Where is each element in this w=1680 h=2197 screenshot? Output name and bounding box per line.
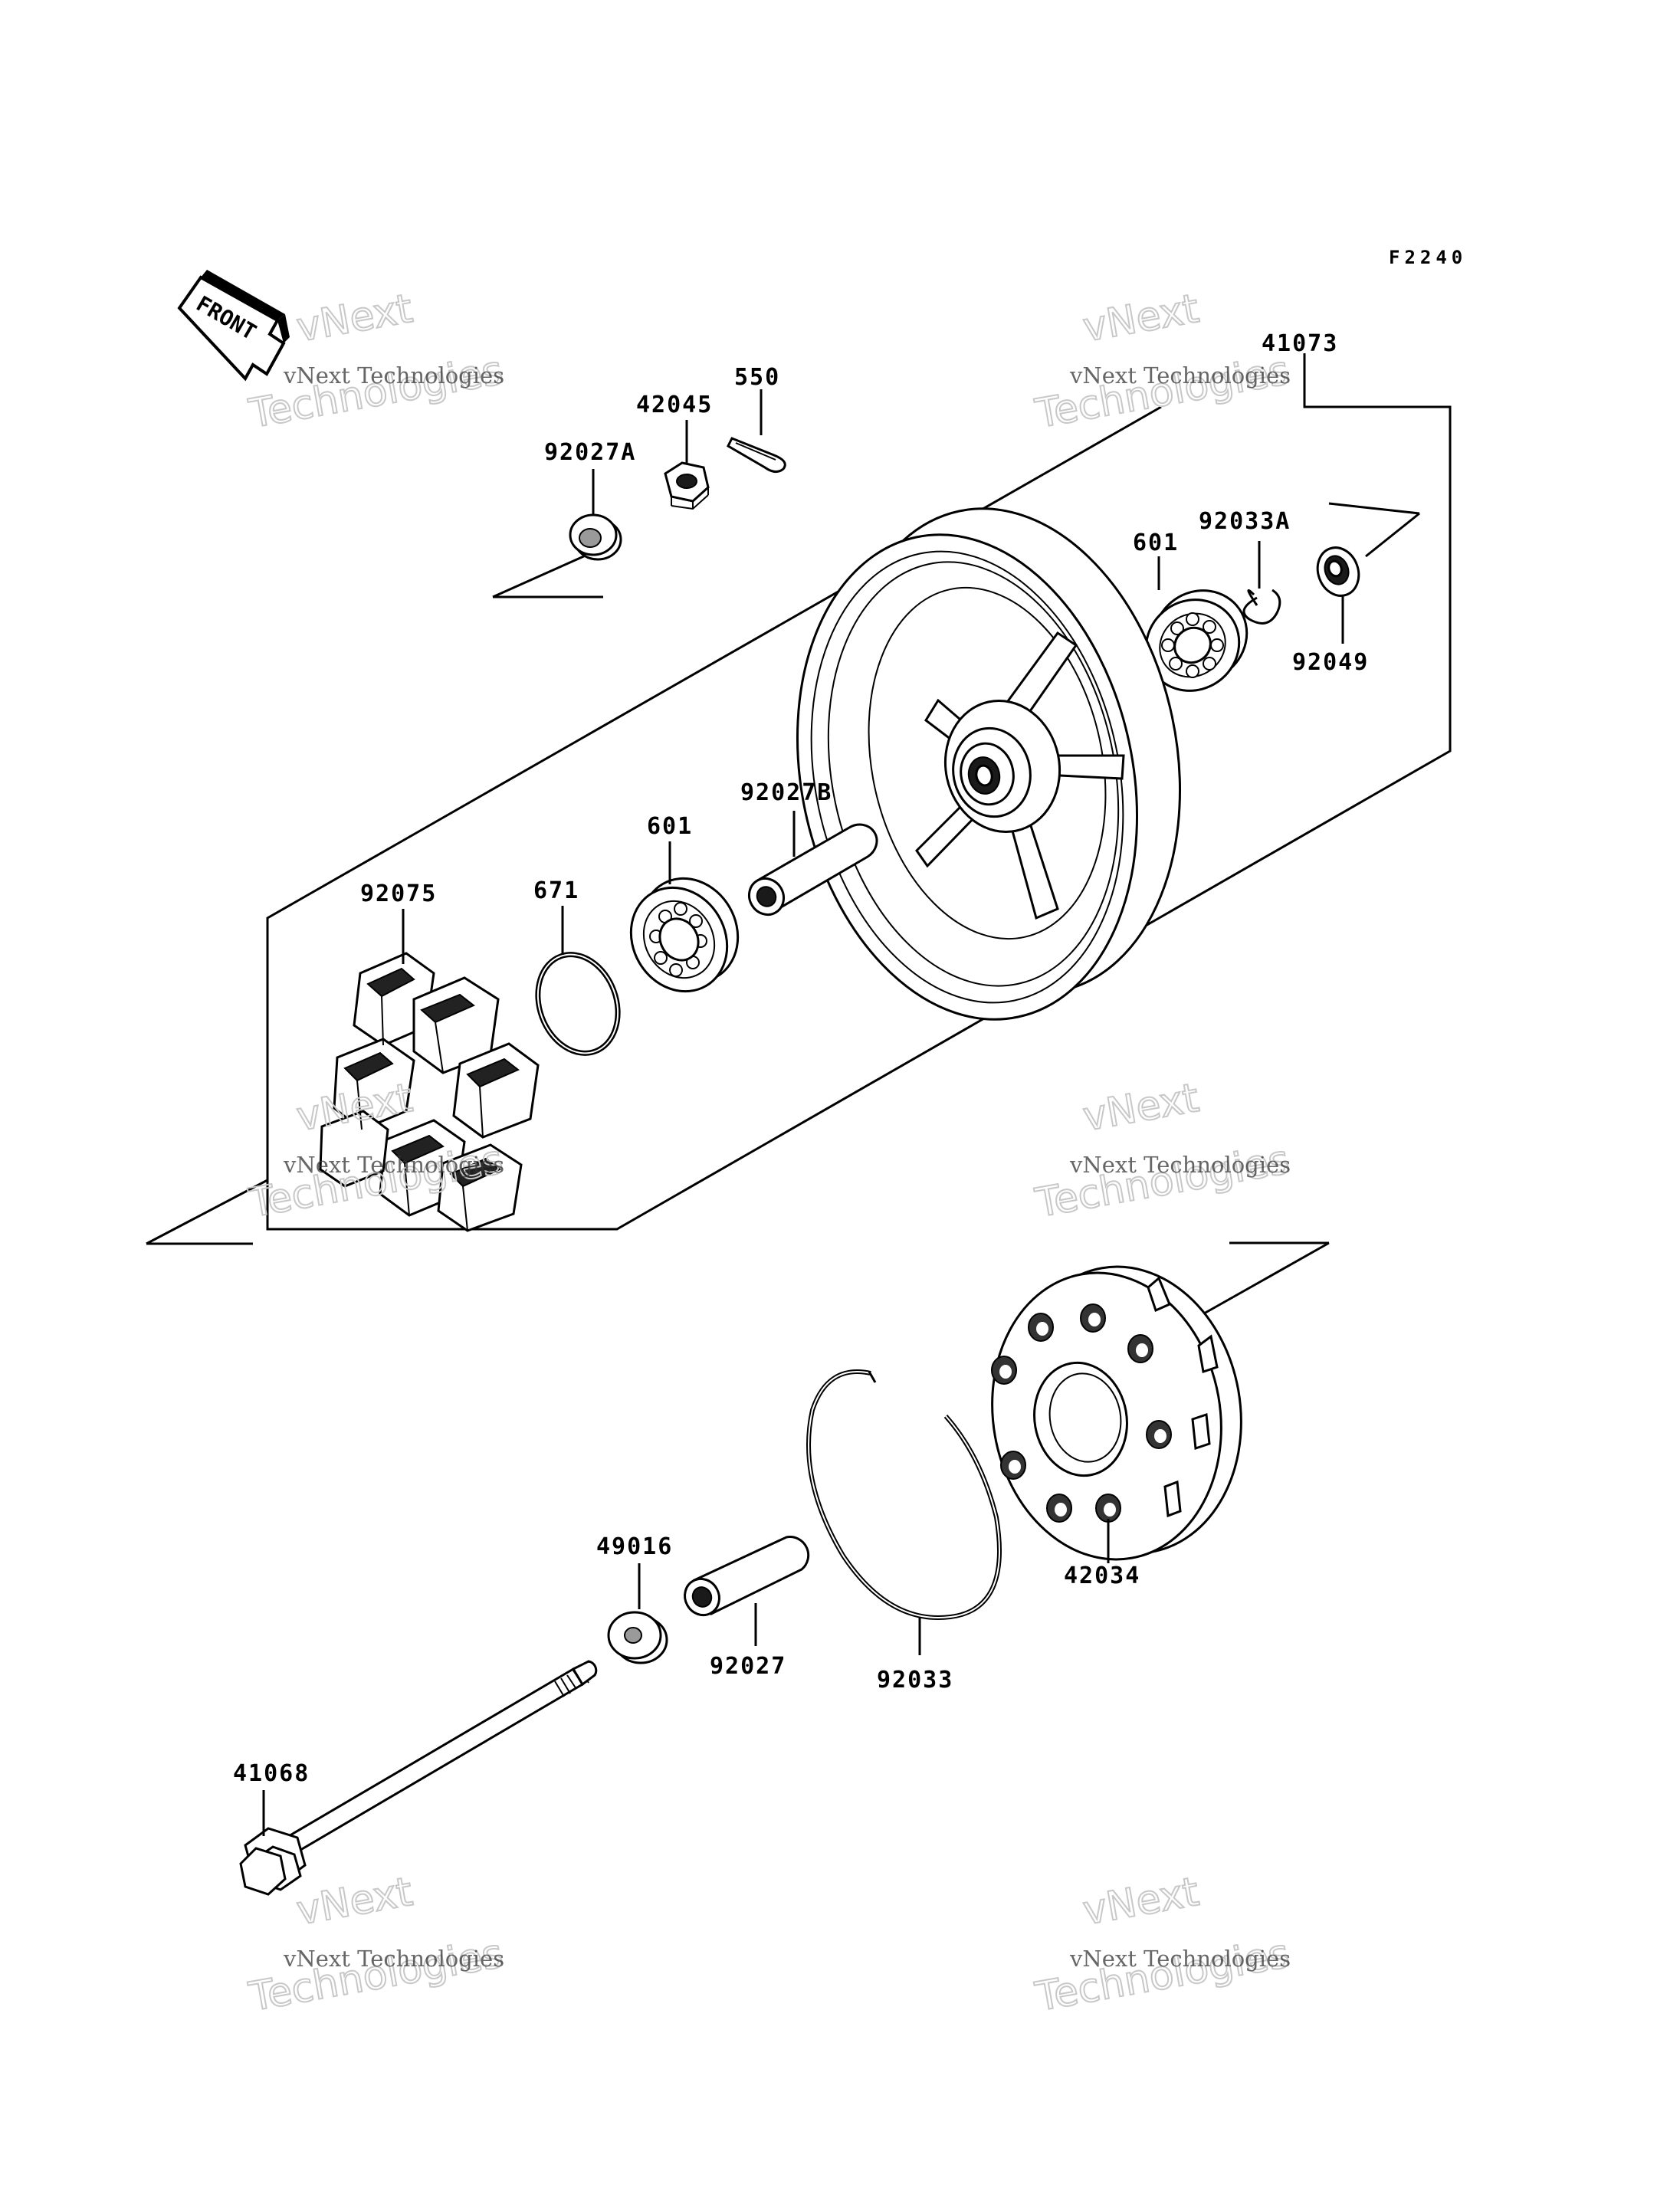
label-41073: 41073 [1262, 330, 1338, 357]
label-92033A: 92033A [1199, 508, 1291, 535]
label-92049: 92049 [1292, 649, 1369, 676]
label-601-upper: 601 [1133, 530, 1179, 556]
collar-92027A [569, 469, 622, 561]
label-92027: 92027 [710, 1653, 786, 1680]
bearing-601-upper [1144, 556, 1249, 692]
label-42034: 42034 [1064, 1562, 1140, 1589]
axle-41068 [239, 1660, 598, 1896]
label-92075: 92075 [360, 880, 437, 907]
svg-text:Technologies: Technologies [1032, 1931, 1292, 2021]
label-671: 671 [533, 877, 579, 904]
watermark: vNext Technologies vNext Technologies [1031, 1868, 1293, 2022]
svg-text:vNext: vNext [294, 1075, 416, 1140]
cotter-pin-550 [727, 389, 786, 473]
label-41068: 41068 [233, 1760, 310, 1787]
svg-text:vNext Technologies: vNext Technologies [283, 1152, 504, 1178]
svg-text:vNext: vNext [1080, 286, 1203, 351]
svg-text:vNext: vNext [1080, 1075, 1203, 1140]
svg-text:vNext Technologies: vNext Technologies [1069, 1152, 1291, 1178]
bearing-601-lower [629, 841, 740, 993]
label-92027A: 92027A [544, 439, 636, 466]
watermark: vNext Technologies vNext Technologies [244, 1074, 507, 1228]
label-601-lower: 601 [647, 813, 693, 840]
castle-nut-42045 [664, 420, 710, 510]
part-labels: 41073 550 42045 92027A 601 92033A 92049 … [233, 330, 1369, 1787]
label-92033: 92033 [877, 1667, 953, 1694]
svg-text:Technologies: Technologies [245, 348, 506, 438]
circlip-92033 [806, 1369, 1002, 1655]
lower-frame-lines [1186, 1241, 1330, 1325]
sleeve-92027B [747, 811, 878, 917]
svg-text:vNext: vNext [1080, 1869, 1203, 1934]
seal-92049 [1316, 546, 1360, 644]
sleeve-92027 [684, 1536, 810, 1646]
label-49016: 49016 [596, 1533, 673, 1560]
figure-code: F2240 [1389, 247, 1467, 268]
svg-text:vNext Technologies: vNext Technologies [1069, 362, 1291, 389]
svg-text:vNext Technologies: vNext Technologies [283, 1946, 504, 1972]
front-arrow-icon: FRONT [177, 270, 290, 382]
sprocket-carrier-42034 [991, 1265, 1242, 1563]
svg-text:vNext Technologies: vNext Technologies [283, 362, 504, 389]
label-42045: 42045 [636, 392, 713, 418]
watermark: vNext Technologies vNext Technologies [1031, 285, 1293, 438]
circlip-92033A [1242, 541, 1281, 625]
svg-text:vNext: vNext [294, 286, 416, 351]
watermark: vNext Technologies vNext Technologies [1031, 1074, 1293, 1228]
svg-text:vNext Technologies: vNext Technologies [1069, 1946, 1291, 1972]
label-92027B: 92027B [740, 779, 832, 806]
svg-text:Technologies: Technologies [245, 1931, 506, 2021]
svg-text:vNext: vNext [294, 1869, 416, 1934]
washer-49016 [607, 1563, 668, 1664]
svg-text:Technologies: Technologies [1032, 1137, 1292, 1227]
o-ring-671 [535, 906, 621, 1056]
svg-text:Technologies: Technologies [1032, 348, 1292, 438]
damper-92075 [319, 909, 540, 1232]
wheel-41073 [796, 507, 1182, 1021]
label-550: 550 [734, 364, 780, 391]
